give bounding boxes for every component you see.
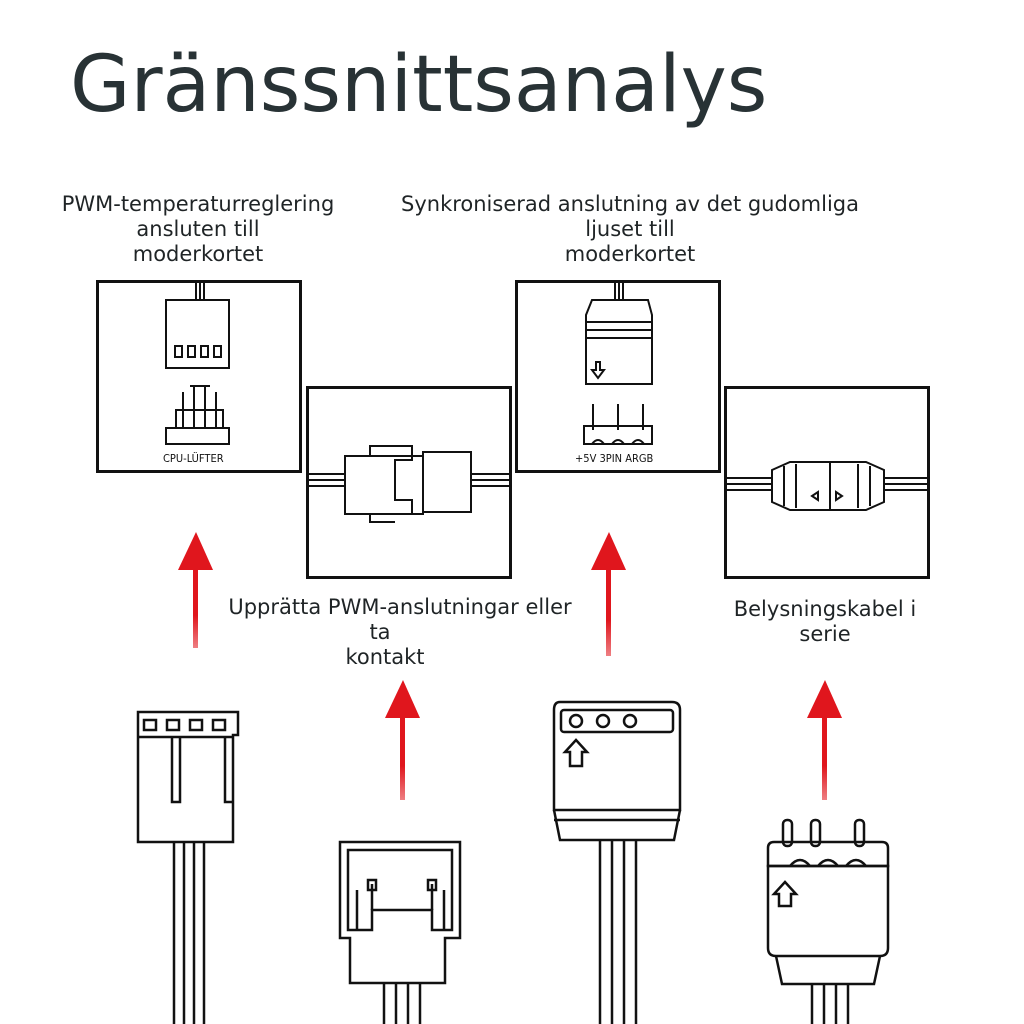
argb-label: +5V 3PIN ARGB: [575, 452, 654, 465]
caption-line: PWM-temperaturreglering: [61, 192, 335, 216]
argb-female-connector-icon: [552, 700, 682, 1024]
arrow-up-icon: [807, 680, 842, 800]
caption-line: ansluten till: [136, 217, 260, 241]
caption-lighting-cable: Belysningskabel i serie: [720, 597, 930, 647]
fan-connector-plug-icon: [165, 282, 230, 369]
caption-line: moderkortet: [564, 242, 696, 266]
caption-line: Upprätta PWM-anslutningar eller: [228, 595, 572, 619]
argb-male-connector-icon: [766, 818, 890, 1024]
caption-line: moderkortet: [132, 242, 264, 266]
lighting-inline-connector-icon: [726, 461, 928, 511]
caption-line: serie: [799, 622, 851, 646]
caption-pwm-connection: Upprätta PWM-anslutningar eller ta konta…: [215, 595, 585, 670]
arrow-up-icon: [591, 532, 626, 656]
pwm-male-connector-icon: [338, 840, 462, 1024]
caption-line: ta: [369, 620, 391, 644]
caption-line: Belysningskabel i: [733, 597, 917, 621]
pwm-extension-connector-box: [306, 386, 512, 579]
lighting-series-connector-box: [724, 386, 930, 579]
pwm-inline-connector-icon: [308, 445, 510, 523]
argb-plug-icon: [585, 282, 653, 385]
page-title: Gränssnittsanalys: [70, 40, 768, 130]
arrow-up-icon: [385, 680, 420, 800]
fan-header-pins-icon: [165, 385, 230, 445]
arrow-up-icon: [178, 532, 213, 648]
caption-pwm-temperature: PWM-temperaturreglering ansluten till mo…: [48, 192, 348, 267]
caption-sync-light: Synkroniserad anslutning av det gudomlig…: [380, 192, 880, 267]
caption-line: kontakt: [345, 645, 425, 669]
caption-line: Synkroniserad anslutning av det gudomlig…: [401, 192, 859, 216]
cpu-fan-label: CPU-LÜFTER: [163, 452, 224, 465]
argb-header-pins-icon: [583, 404, 653, 445]
caption-line: ljuset till: [585, 217, 675, 241]
fan-female-connector-icon: [136, 710, 240, 1024]
cpu-fan-header-box: [96, 280, 302, 473]
